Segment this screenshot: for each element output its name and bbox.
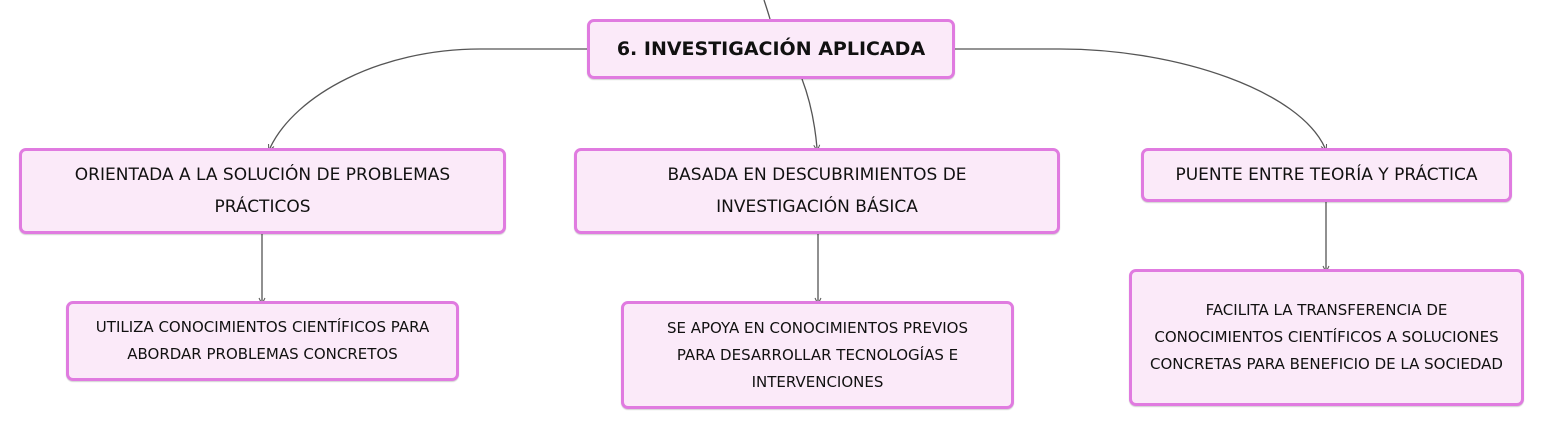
branch-node-basada[interactable]: BASADA EN DESCUBRIMIENTOS DE INVESTIGACI…	[574, 148, 1060, 234]
branch-node-label: BASADA EN DESCUBRIMIENTOS DE INVESTIGACI…	[667, 165, 967, 217]
root-node-label: 6. INVESTIGACIÓN APLICADA	[616, 38, 926, 60]
leaf-node-label: SE APOYA EN CONOCIMIENTOS PREVIOS PARA D…	[666, 318, 969, 391]
leaf-node-utiliza[interactable]: UTILIZA CONOCIMIENTOS CIENTÍFICOS PARA A…	[66, 301, 459, 381]
root-node[interactable]: 6. INVESTIGACIÓN APLICADA	[587, 19, 955, 79]
branch-node-puente[interactable]: PUENTE ENTRE TEORÍA Y PRÁCTICA	[1141, 148, 1512, 202]
leaf-node-facilita[interactable]: FACILITA LA TRANSFERENCIA DE CONOCIMIENT…	[1129, 269, 1524, 406]
branch-node-label: ORIENTADA A LA SOLUCIÓN DE PROBLEMAS PRÁ…	[74, 165, 451, 217]
connector-root-to-basada	[801, 78, 817, 148]
leaf-node-label: UTILIZA CONOCIMIENTOS CIENTÍFICOS PARA A…	[95, 318, 430, 363]
branch-node-orientada[interactable]: ORIENTADA A LA SOLUCIÓN DE PROBLEMAS PRÁ…	[19, 148, 506, 234]
connector-from-parent	[763, 0, 771, 20]
leaf-node-label: FACILITA LA TRANSFERENCIA DE CONOCIMIENT…	[1150, 301, 1503, 373]
branch-node-label: PUENTE ENTRE TEORÍA Y PRÁCTICA	[1175, 165, 1478, 185]
connector-root-to-orientada	[270, 48, 587, 148]
leaf-node-apoya[interactable]: SE APOYA EN CONOCIMIENTOS PREVIOS PARA D…	[621, 301, 1014, 409]
connector-root-to-puente	[955, 48, 1325, 148]
